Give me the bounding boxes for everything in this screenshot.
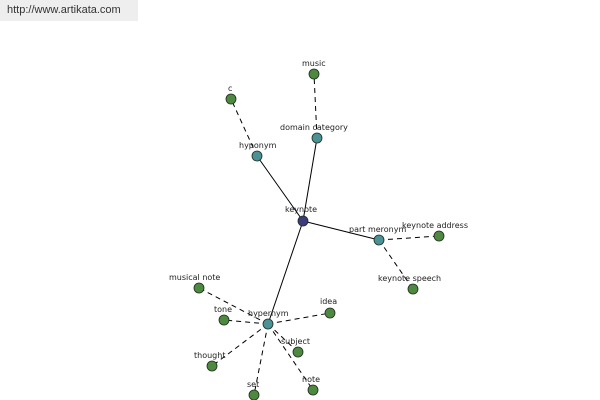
node-domain-category[interactable] [311,132,323,144]
node-keynote[interactable] [297,215,309,227]
edges-layer [198,73,440,396]
edge-hyponym-to-c [230,98,258,157]
node-label-tone[interactable]: tone [214,305,232,314]
edge-keynote-to-domain-category [302,137,318,222]
edge-hypernym-to-thought [211,323,269,367]
node-thought[interactable] [206,360,218,372]
node-idea[interactable] [324,307,336,319]
node-set[interactable] [248,389,260,400]
edge-hypernym-to-note [267,323,314,391]
node-label-set[interactable]: set [247,380,259,389]
node-keynote-address[interactable] [433,230,445,242]
edge-part-meronym-to-keynote-speech [378,239,414,290]
node-hypernym[interactable] [262,318,274,330]
node-part-meronym[interactable] [373,234,385,246]
node-c[interactable] [225,93,237,105]
edge-hypernym-to-tone [223,319,269,325]
edge-domain-category-to-music [313,73,318,139]
node-hyponym[interactable] [251,150,263,162]
node-musical-note[interactable] [193,282,205,294]
source-url-link[interactable]: http://www.artikata.com [7,4,121,16]
node-label-subject[interactable]: subject [281,337,310,346]
node-subject[interactable] [292,346,304,358]
edge-hypernym-to-musical-note [198,287,269,325]
node-label-keynote[interactable]: keynote [285,205,317,214]
node-keynote-speech[interactable] [407,283,419,295]
source-url-bar: http://www.artikata.com [0,0,138,21]
node-music[interactable] [308,68,320,80]
edge-hypernym-to-set [253,323,269,396]
node-label-hypernym[interactable]: hypernym [248,309,289,318]
node-label-music[interactable]: music [302,59,326,68]
node-label-idea[interactable]: idea [320,297,337,306]
node-label-domain-category[interactable]: domain category [280,123,348,132]
node-tone[interactable] [218,314,230,326]
node-label-keynote-address[interactable]: keynote address [402,221,468,230]
edge-keynote-to-hypernym [267,220,304,325]
node-label-hyponym[interactable]: hyponym [239,141,277,150]
node-label-musical-note[interactable]: musical note [169,273,220,282]
node-label-c[interactable]: c [228,84,232,93]
node-label-keynote-speech[interactable]: keynote speech [378,274,441,283]
edge-hypernym-to-idea [267,312,331,325]
edge-keynote-to-hyponym [256,155,304,222]
edge-part-meronym-to-keynote-address [378,235,440,241]
edge-keynote-to-part-meronym [302,220,380,241]
node-label-thought[interactable]: thought [194,351,225,360]
node-note[interactable] [307,384,319,396]
edge-hypernym-to-subject [267,323,299,353]
node-label-note[interactable]: note [302,375,320,384]
node-label-part-meronym[interactable]: part meronym [349,225,406,234]
